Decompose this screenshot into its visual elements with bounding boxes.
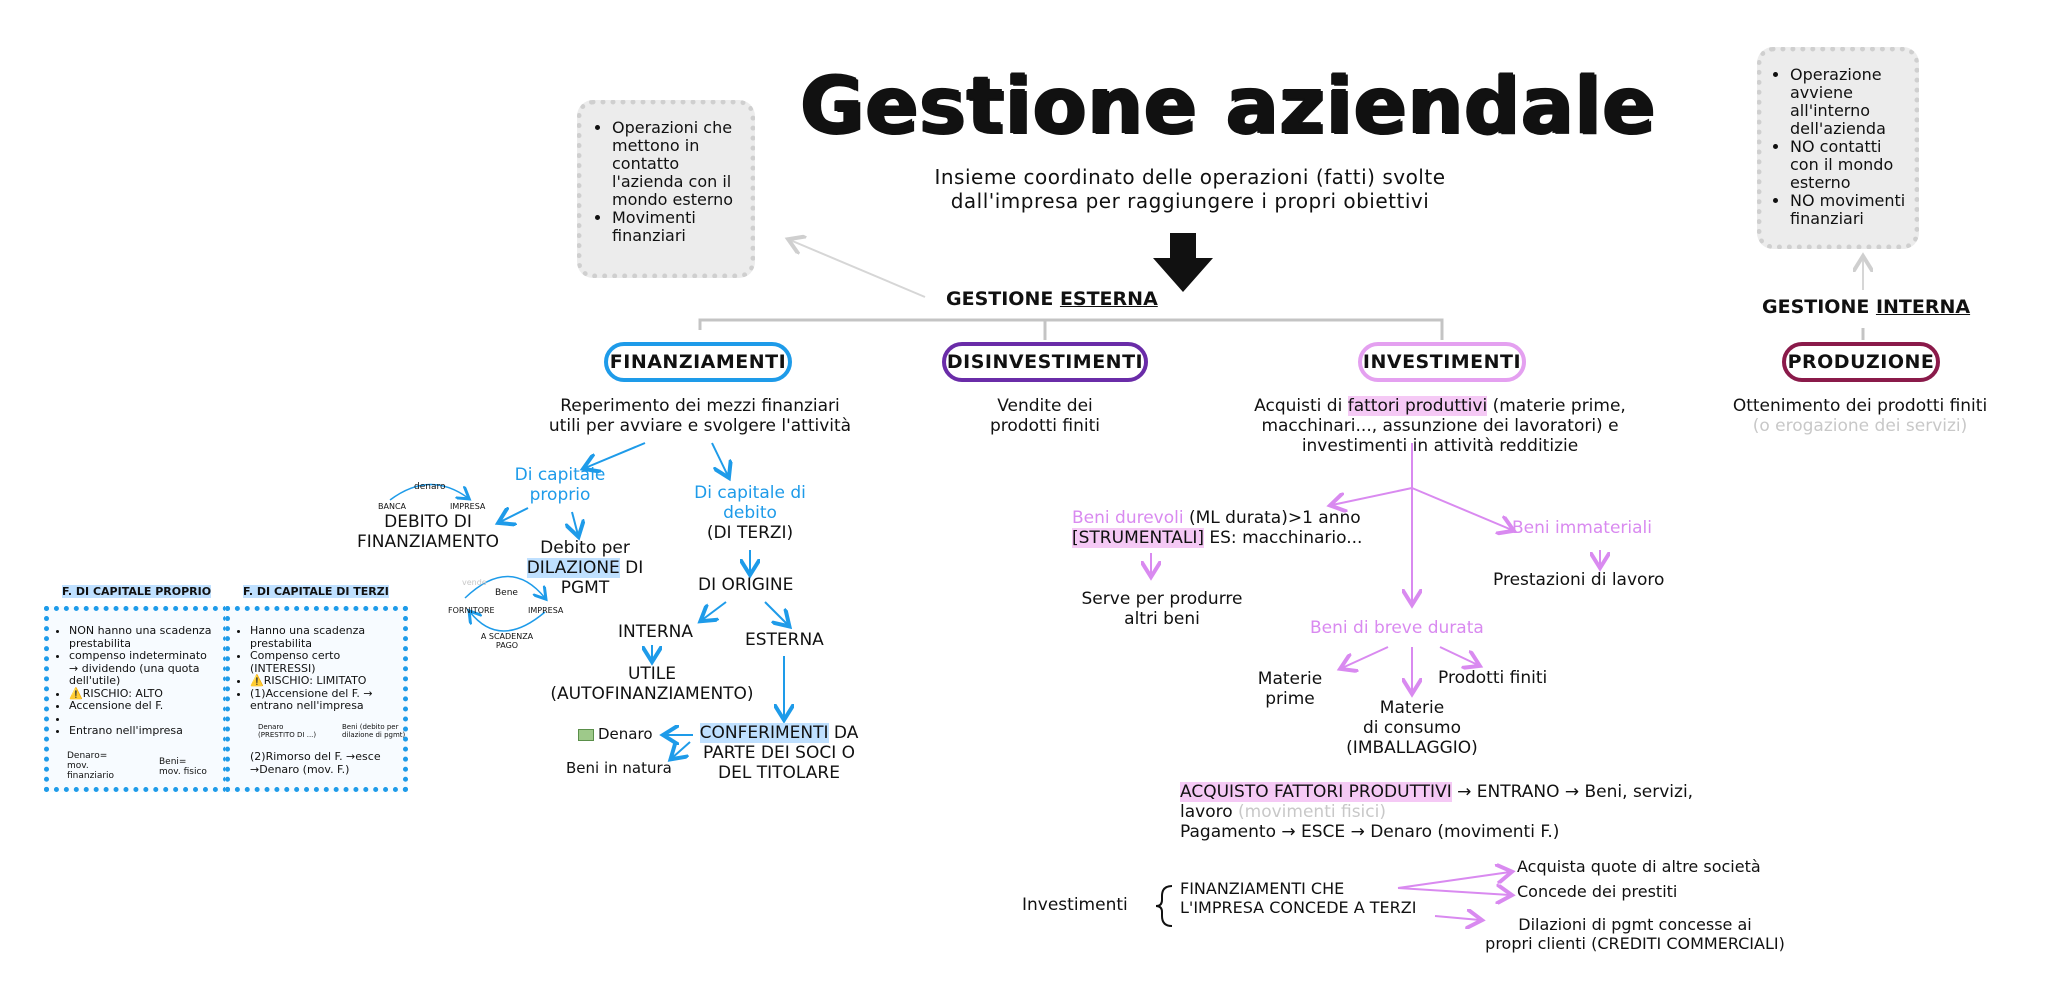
page-subtitle: Insieme coordinato delle operazioni (fat… — [934, 165, 1446, 213]
beni-durevoli: Beni durevoli (ML durata)>1 anno [STRUME… — [1072, 508, 1363, 549]
mini2-left: FORNITORE — [448, 606, 495, 615]
mini1-right: IMPRESA — [450, 502, 486, 511]
denaro-item: Denaro — [578, 725, 653, 744]
table-col2-last: (2)Rimorso del F. →esce →Denaro (mov. F.… — [250, 750, 381, 776]
conferimenti: CONFERIMENTI DA PARTE DEI SOCI O DEL TIT… — [699, 723, 859, 784]
utile-autofinanziamento: UTILE(AUTOFINANZIAMENTO) — [550, 664, 754, 705]
money-icon — [578, 728, 594, 741]
fonte-interna: INTERNA — [618, 622, 694, 642]
acquista-quote: Acquista quote di altre società — [1517, 857, 1761, 876]
pill-produzione: PRODUZIONE — [1782, 342, 1940, 382]
table-mid-left: Denaro(PRESTITO DI ...) — [258, 723, 317, 739]
beni-immateriali: Beni immateriali — [1512, 518, 1652, 538]
debito-dilazione: Debito per DILAZIONE DI PGMT — [526, 538, 644, 599]
investimenti-desc: Acquisti di fattori produttivi (materie … — [1254, 396, 1626, 457]
acquisto-fattori: ACQUISTO FATTORI PRODUTTIVI → ENTRANO → … — [1180, 782, 1694, 843]
produzione-desc: Ottenimento dei prodotti finiti (o eroga… — [1732, 396, 1988, 437]
fonte-esterna: ESTERNA — [745, 630, 824, 650]
pill-finanziamenti: FINANZIAMENTI — [604, 342, 792, 382]
page-title: Gestione aziendale — [800, 61, 1656, 151]
down-arrow-icon — [1153, 233, 1213, 292]
table-col-proprio: NON hanno una scadenza prestabilita comp… — [44, 606, 228, 792]
mini2-top: Bene — [495, 588, 518, 598]
mini1-top: denaro — [414, 482, 446, 492]
capitale-debito: Di capitale di debito (DI TERZI) — [694, 483, 806, 544]
gestione-interna-label: GESTIONE INTERNA — [1762, 296, 1971, 318]
pill-investimenti: INVESTIMENTI — [1358, 342, 1526, 382]
mini2-faded: vende — [462, 578, 487, 587]
table-foot-right: Beni=mov. fisico — [159, 757, 207, 777]
table-foot-left: Denaro=mov.finanziario — [67, 751, 115, 781]
note-gestione-esterna: Operazioni che mettono in contatto l'azi… — [577, 100, 755, 278]
pill-disinvestimenti: DISINVESTIMENTI — [942, 342, 1148, 382]
prestazioni-lavoro: Prestazioni di lavoro — [1493, 570, 1665, 590]
table-header-proprio: F. DI CAPITALE PROPRIO — [62, 585, 212, 598]
di-origine: DI ORIGINE — [698, 575, 794, 595]
mini1-left: BANCA — [378, 502, 407, 511]
beni-breve-durata: Beni di breve durata — [1310, 618, 1484, 638]
note-gestione-interna: Operazione avviene all'interno dell'azie… — [1757, 47, 1919, 249]
table-header-terzi: F. DI CAPITALE DI TERZI — [243, 585, 389, 598]
gestione-esterna-label: GESTIONE ESTERNA — [946, 288, 1158, 310]
investimenti-label: Investimenti — [1022, 895, 1128, 915]
prodotti-finiti: Prodotti finiti — [1438, 668, 1548, 688]
mini2-right: IMPRESA — [528, 606, 564, 615]
beni-natura: Beni in natura — [566, 759, 672, 777]
table-col-terzi: Hanno una scadenza prestabilita Compenso… — [225, 606, 408, 792]
concede-prestiti: Concede dei prestiti — [1517, 882, 1678, 901]
